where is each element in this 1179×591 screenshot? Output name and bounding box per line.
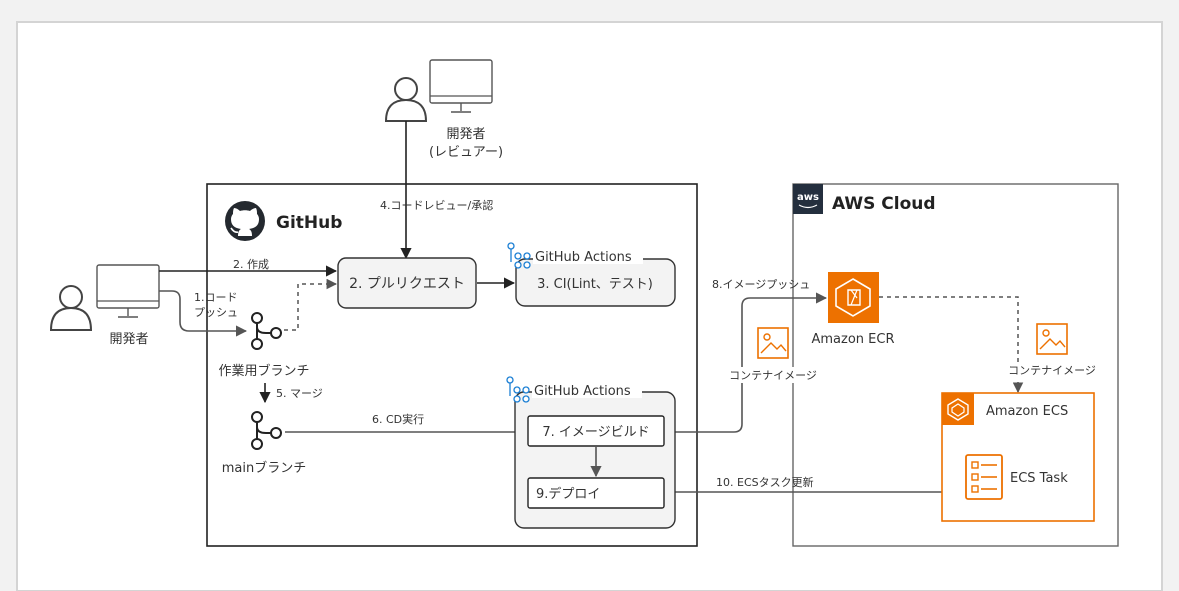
main-branch-label: mainブランチ — [222, 460, 306, 476]
person-icon — [49, 285, 93, 331]
pull-request-node — [337, 257, 477, 309]
github-actions-icon — [507, 242, 531, 269]
deploy-node — [527, 477, 665, 509]
ci-group-title: GitHub Actions — [535, 250, 632, 265]
pull-request-label: 2. プルリクエスト — [349, 276, 465, 292]
image-build-label: 7. イメージビルド — [542, 425, 649, 440]
monitor-icon — [429, 59, 493, 113]
edge-ecr-to-ecs — [879, 296, 1024, 394]
edge-code-push-label-1: 1.コード — [194, 291, 238, 304]
edge-review-label: 4.コードレビュー/承認 — [380, 198, 493, 212]
edge-ecs-update-label: 10. ECSタスク更新 — [716, 475, 814, 489]
image-icon — [1036, 323, 1068, 355]
ci-label: 3. CI(Lint、テスト) — [537, 277, 653, 292]
edge-code-push — [159, 290, 248, 337]
work-branch-label: 作業用ブランチ — [218, 363, 309, 379]
github-title: GitHub — [276, 213, 342, 233]
ecs-label: Amazon ECS — [986, 404, 1068, 419]
deploy-label: 9.デプロイ — [536, 486, 600, 502]
reviewer-label-line1: 開発者 — [446, 127, 485, 142]
git-branch-icon — [251, 411, 282, 450]
edge-cd-run-label: 6. CD実行 — [372, 412, 424, 426]
developer-label: 開発者 — [109, 332, 148, 347]
aws-logo-icon: aws — [793, 184, 823, 214]
person-icon — [384, 77, 428, 122]
aws-cloud-title: AWS Cloud — [832, 194, 936, 214]
ecs-task-label: ECS Task — [1010, 471, 1068, 486]
edge-code-push-label-2: プッシュ — [194, 306, 238, 319]
ecs-task-icon — [965, 454, 1003, 500]
ecs-icon — [942, 393, 974, 425]
cd-group-title: GitHub Actions — [534, 384, 631, 399]
container-image-2-bg — [1000, 362, 1104, 378]
github-actions-icon — [506, 376, 530, 403]
container-image-1-label: コンテナイメージ — [729, 369, 817, 382]
reviewer-label-line2: (レビュアー) — [429, 145, 503, 160]
ecr-label: Amazon ECR — [812, 332, 895, 347]
monitor-icon — [96, 264, 160, 318]
work-branch-label-bg — [210, 361, 318, 379]
container-image-2-label: コンテナイメージ — [1008, 364, 1096, 377]
edge-image-push-label: 8.イメージプッシュ — [712, 278, 810, 291]
git-branch-icon — [251, 312, 282, 350]
ecr-icon — [828, 272, 879, 323]
ci-group-title-bg — [533, 248, 643, 264]
github-logo-icon — [225, 201, 265, 241]
svg-text:aws: aws — [797, 192, 819, 203]
edge-image-push — [664, 292, 828, 433]
container-image-1-bg — [722, 367, 824, 383]
cd-group-title-bg — [532, 382, 642, 398]
image-icon — [757, 327, 789, 359]
edge-create-label: 2. 作成 — [233, 258, 269, 271]
edge-merge-label: 5. マージ — [276, 387, 323, 400]
